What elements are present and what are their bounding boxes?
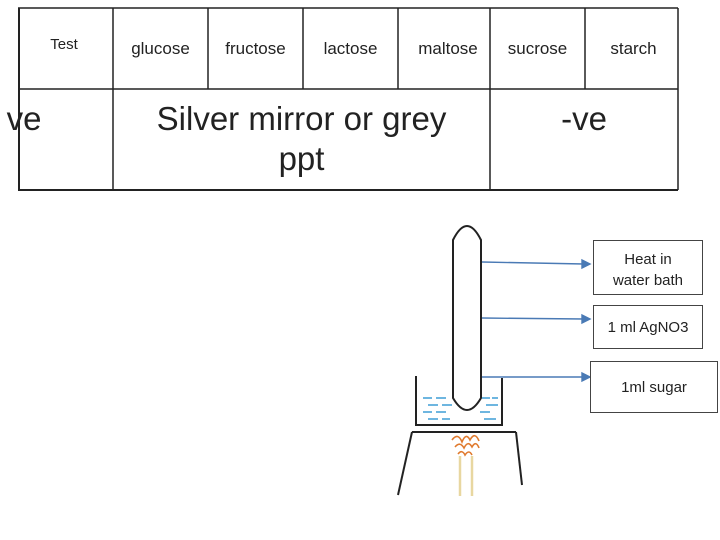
positive-result: Silver mirror or grey ppt [156,100,447,177]
water-bath-beaker [415,376,503,426]
water [423,397,498,420]
label-sugar: 1ml sugar [590,361,718,413]
test-tube [452,225,482,411]
header-starch: starch [610,39,657,58]
test-header: Test [50,36,78,53]
negative-result: -ve [561,100,607,137]
burner-flame [451,434,480,457]
header-lactose: lactose [323,39,378,58]
header-sucrose: sucrose [507,39,568,58]
label-arrows [481,258,592,383]
tripod-stand [397,431,523,496]
label-heat-water-bath: Heat in water bath [593,240,703,295]
header-maltose: maltose [418,39,478,58]
header-fructose: fructose [225,39,286,58]
row-label-partial: ve [6,100,42,137]
header-glucose: glucose [131,39,190,58]
label-agno3: 1 ml AgNO3 [593,305,703,349]
burner-stem [458,456,474,496]
